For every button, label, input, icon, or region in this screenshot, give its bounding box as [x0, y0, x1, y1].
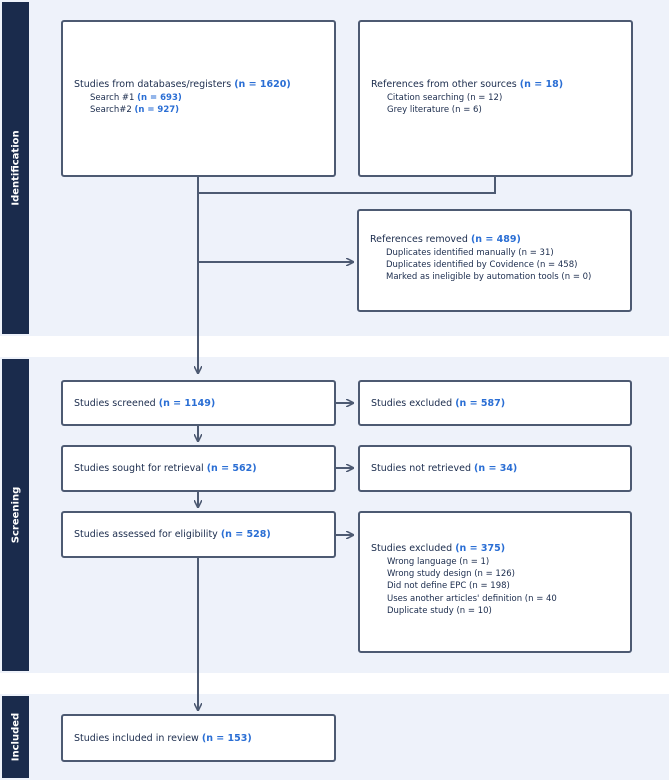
search-2-row: Search#2 (n = 927)	[90, 105, 180, 116]
exclusion-reason: Wrong study design (n = 126)	[387, 569, 515, 580]
exclusion-reason: Uses another articles' definition (n = 4…	[387, 593, 557, 604]
included-label: Included	[2, 696, 29, 778]
screened-box: Studies screened (n = 1149)	[61, 380, 336, 426]
exclusion-reason: Wrong language (n = 1)	[387, 556, 490, 567]
removed-item: Duplicates identified manually (n = 31)	[386, 247, 554, 258]
identification-label: Identification	[2, 2, 29, 334]
sought-box: Studies sought for retrieval (n = 562)	[61, 445, 336, 492]
references-removed-box: References removed (n = 489) Duplicates …	[357, 209, 632, 312]
assessed-box: Studies assessed for eligibility (n = 52…	[61, 511, 336, 558]
citation-searching-row: Citation searching (n = 12)	[387, 92, 503, 103]
included-in-review-box: Studies included in review (n = 153)	[61, 714, 336, 762]
removed-item: Marked as ineligible by automation tools…	[386, 272, 592, 283]
assessed-excluded-box: Studies excluded (n = 375) Wrong languag…	[358, 511, 632, 653]
screened-excluded-box: Studies excluded (n = 587)	[358, 380, 632, 426]
removed-item: Duplicates identified by Covidence (n = …	[386, 260, 578, 271]
exclusion-reason: Duplicate study (n = 10)	[387, 606, 492, 617]
screening-label: Screening	[2, 359, 29, 671]
search-1-row: Search #1 (n = 693)	[90, 92, 182, 103]
databases-box: Studies from databases/registers (n = 16…	[61, 20, 336, 177]
not-retrieved-box: Studies not retrieved (n = 34)	[358, 445, 632, 492]
exclusion-reason: Did not define EPC (n = 198)	[387, 581, 510, 592]
grey-literature-row: Grey literature (n = 6)	[387, 105, 482, 116]
other-sources-box: References from other sources (n = 18) C…	[358, 20, 633, 177]
